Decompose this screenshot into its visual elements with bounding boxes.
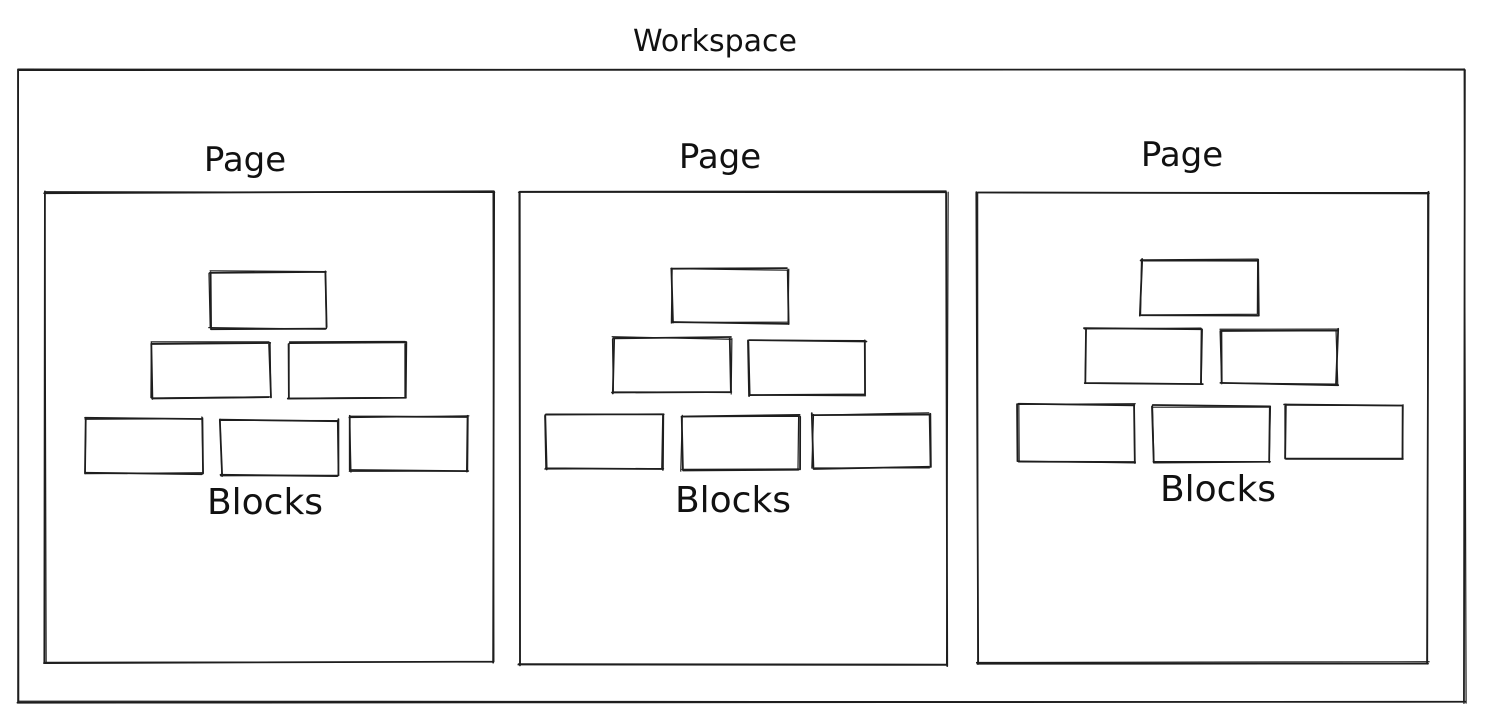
page-1-block-1	[208, 270, 328, 331]
page-1-block-6	[348, 414, 470, 473]
page-3-block-5	[1151, 404, 1272, 464]
page-1-label: Page	[203, 140, 287, 180]
page-2-block-4	[544, 413, 665, 471]
page-3-block-6	[1283, 403, 1404, 460]
page-1-block-5	[218, 418, 340, 477]
page-3-blocks-label: Blocks	[1159, 469, 1277, 510]
page-2-blocks-label: Blocks	[674, 480, 792, 521]
workspace-frame	[16, 68, 1467, 704]
page-1-frame	[43, 190, 496, 664]
page-2-block-6	[810, 412, 932, 470]
workspace-label: Workspace	[633, 24, 797, 59]
page-3-block-4	[1016, 402, 1137, 464]
page-1-blocks-label: Blocks	[206, 482, 324, 523]
page-2-label: Page	[678, 137, 762, 177]
page-2-block-2	[611, 336, 733, 395]
page-2-block-5	[680, 414, 802, 472]
page-2-frame	[517, 190, 949, 668]
page-3-label: Page	[1140, 135, 1224, 175]
page-2-block-1	[670, 267, 790, 325]
page-3-frame	[975, 190, 1430, 665]
page-3-block-2	[1083, 327, 1204, 386]
page-1-block-4	[84, 416, 204, 476]
page-1-block-3	[286, 340, 408, 400]
page-3-block-1	[1138, 258, 1260, 317]
page-2-block-3	[747, 339, 868, 398]
page-1-block-2	[150, 341, 272, 400]
page-3-block-3	[1219, 327, 1340, 387]
